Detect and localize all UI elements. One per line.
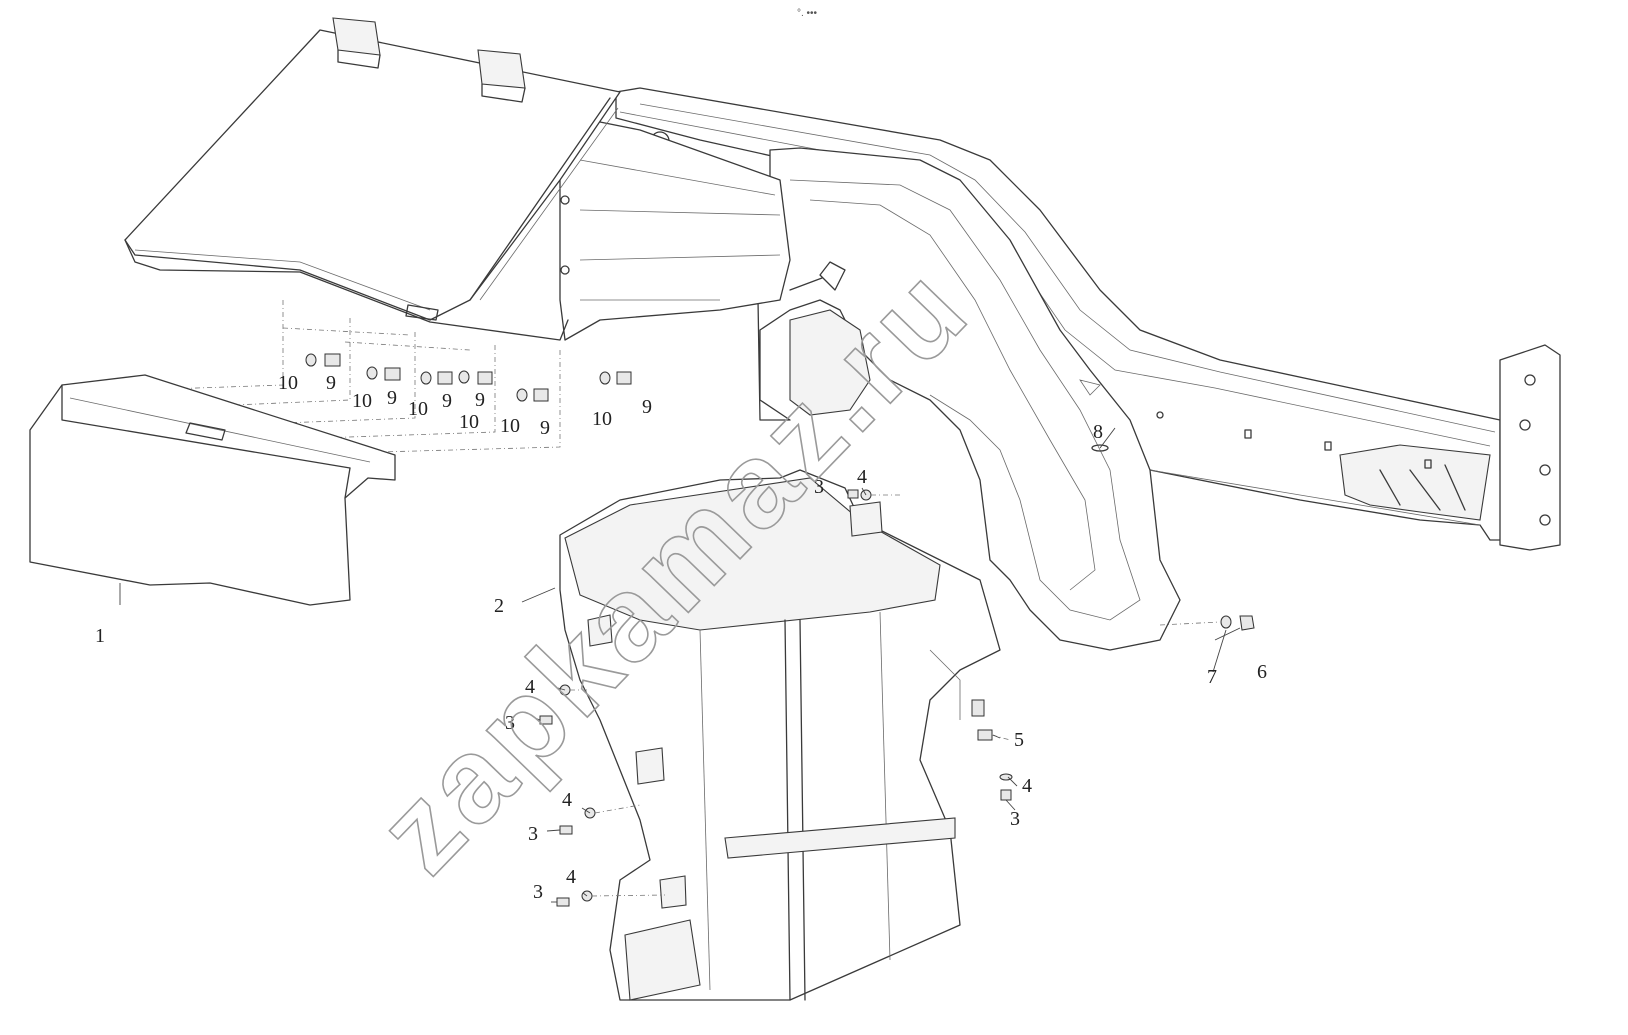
callout-8: 8 xyxy=(1093,421,1103,443)
callout-leaders xyxy=(119,427,1241,903)
washer-10 xyxy=(458,370,470,384)
callout-9: 9 xyxy=(540,417,550,439)
callout-10: 10 xyxy=(592,408,612,430)
nut-6 xyxy=(1239,615,1255,631)
washer-10 xyxy=(599,371,611,385)
callout-3: 3 xyxy=(1010,808,1020,830)
bolt-9 xyxy=(437,371,453,385)
bolt-9 xyxy=(533,388,549,402)
washer-10 xyxy=(366,366,378,380)
washer-10 xyxy=(516,388,528,402)
callout-2: 2 xyxy=(494,595,504,617)
wheel-arch-inner xyxy=(757,147,1181,651)
callout-3: 3 xyxy=(505,712,515,734)
mud-guard-part-2 xyxy=(559,469,1001,1001)
callout-3: 3 xyxy=(528,823,538,845)
callout-9: 9 xyxy=(387,387,397,409)
callout-4: 4 xyxy=(1022,775,1032,797)
callout-1: 1 xyxy=(95,625,105,647)
bolt-3 xyxy=(539,715,553,725)
callout-3: 3 xyxy=(533,881,543,903)
header-mark: °. ••• xyxy=(797,8,818,19)
washer-10 xyxy=(420,371,432,385)
front-panel-part-1 xyxy=(29,374,396,606)
bolt-3 xyxy=(556,897,570,907)
callout-10: 10 xyxy=(500,415,520,437)
frame-rail xyxy=(615,87,1561,551)
callout-6: 6 xyxy=(1257,661,1267,683)
callout-4: 4 xyxy=(562,789,572,811)
callout-9: 9 xyxy=(442,390,452,412)
callout-4: 4 xyxy=(857,466,867,488)
bolt-3 xyxy=(559,825,573,835)
callout-10: 10 xyxy=(408,398,428,420)
callout-labels: 1 2 3 4 4 3 4 3 4 3 5 4 3 6 7 8 10 9 10 … xyxy=(95,372,1267,903)
bolt-9 xyxy=(384,367,401,381)
callout-3: 3 xyxy=(814,476,824,498)
callout-9: 9 xyxy=(642,396,652,418)
washer-10 xyxy=(305,353,317,367)
bolt-5 xyxy=(977,729,993,741)
callout-10: 10 xyxy=(278,372,298,394)
callout-4: 4 xyxy=(566,866,576,888)
bolt-5 xyxy=(971,699,985,717)
top-cover-panel xyxy=(124,17,621,341)
callout-7: 7 xyxy=(1207,666,1217,688)
bolt-3 xyxy=(1000,789,1012,801)
callout-10: 10 xyxy=(352,390,372,412)
washer-7 xyxy=(1220,615,1232,629)
fasteners xyxy=(305,353,1255,907)
callout-5: 5 xyxy=(1014,729,1024,751)
callout-4: 4 xyxy=(525,676,535,698)
support-bracket xyxy=(559,119,791,341)
callout-9: 9 xyxy=(326,372,336,394)
callout-10: 10 xyxy=(459,411,479,433)
bolt-9 xyxy=(324,353,341,367)
bolt-9 xyxy=(477,371,493,385)
callout-9: 9 xyxy=(475,389,485,411)
bolt-9 xyxy=(616,371,632,385)
bolt-3 xyxy=(847,489,859,499)
